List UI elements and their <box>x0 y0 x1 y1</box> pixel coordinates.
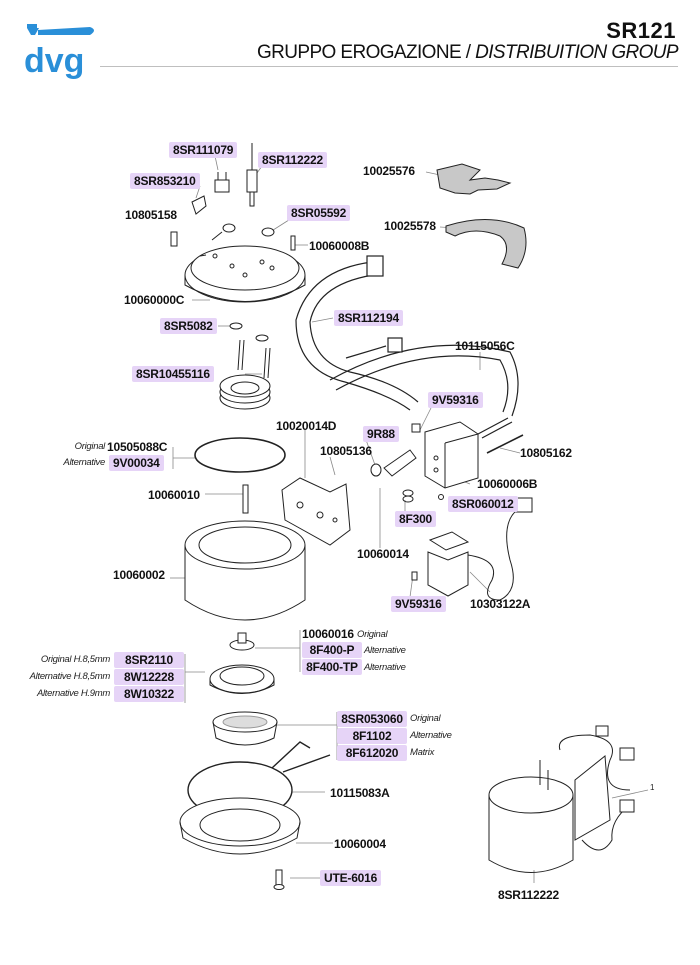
plug-small <box>438 494 444 500</box>
part-8SR10455116[interactable]: 8SR10455116 <box>132 366 214 382</box>
part-10060010[interactable]: 10060010 <box>148 488 200 502</box>
note-alternative-valve-2: Alternative <box>364 662 406 673</box>
part-8SR060012[interactable]: 8SR060012 <box>448 496 518 512</box>
part-8SR112194[interactable]: 8SR112194 <box>334 310 403 326</box>
shim-lower <box>445 219 527 269</box>
check-valve <box>229 632 255 651</box>
note-alternative-h85: Alternative H.8,5mm <box>29 671 111 682</box>
shim-upper <box>436 163 512 195</box>
part-10025578[interactable]: 10025578 <box>384 219 436 233</box>
dispersion-ring <box>179 797 301 855</box>
part-9V59316-top[interactable]: 9V59316 <box>428 392 483 408</box>
group-head <box>184 231 306 303</box>
part-8F1102[interactable]: 8F1102 <box>337 728 407 744</box>
part-10060004[interactable]: 10060004 <box>334 837 386 851</box>
part-8SR112222[interactable]: 8SR112222 <box>258 152 327 168</box>
group-gasket <box>209 664 275 694</box>
part-10060008B[interactable]: 10060008B <box>309 239 370 253</box>
part-10060014[interactable]: 10060014 <box>357 547 409 561</box>
part-10805158[interactable]: 10805158 <box>125 208 177 222</box>
page-subtitle: GRUPPO EROGAZIONE / DISTRIBUITION GROUP <box>256 42 679 63</box>
part-9R88[interactable]: 9R88 <box>363 426 399 442</box>
part-10025576[interactable]: 10025576 <box>363 164 415 178</box>
part-10115056C[interactable]: 10115056C <box>455 339 515 353</box>
screw <box>273 869 285 890</box>
part-8F612020[interactable]: 8F612020 <box>337 745 407 761</box>
part-8SR853210[interactable]: 8SR853210 <box>130 173 200 189</box>
part-8W10322[interactable]: 8W10322 <box>114 686 184 702</box>
part-9V00034[interactable]: 9V00034 <box>109 455 164 471</box>
part-10805162[interactable]: 10805162 <box>520 446 572 460</box>
fittings-mid <box>370 423 421 503</box>
part-8SR053060[interactable]: 8SR053060 <box>337 711 407 727</box>
brand-text: dvg <box>24 42 84 80</box>
assembled-group <box>488 725 635 873</box>
pin <box>242 484 249 514</box>
part-10020014D[interactable]: 10020014D <box>276 419 337 433</box>
part-UTE-6016[interactable]: UTE-6016 <box>320 870 382 886</box>
gasket-small-1 <box>229 322 243 330</box>
boiler <box>184 520 306 621</box>
part-8SR5082[interactable]: 8SR5082 <box>160 318 217 334</box>
note-alternative-gasket: Alternative <box>63 457 105 468</box>
part-10805136[interactable]: 10805136 <box>320 444 372 458</box>
note-alternative-screen: Alternative <box>410 730 452 741</box>
header-rule <box>100 66 678 67</box>
fittings-top <box>170 143 296 251</box>
part-10060006B[interactable]: 10060006B <box>477 477 538 491</box>
part-10060016[interactable]: 10060016 <box>302 627 354 641</box>
gasket-small-2 <box>255 334 269 342</box>
part-10060002[interactable]: 10060002 <box>113 568 165 582</box>
part-8SR05592[interactable]: 8SR05592 <box>287 205 351 221</box>
heating-element <box>219 339 271 410</box>
part-10115083A[interactable]: 10115083A <box>330 786 390 800</box>
part-8SR111079[interactable]: 8SR111079 <box>169 142 238 158</box>
part-8SR2110[interactable]: 8SR2110 <box>114 652 184 668</box>
part-8F400-P[interactable]: 8F400-P <box>302 642 362 658</box>
part-10060000C[interactable]: 10060000C <box>124 293 185 307</box>
note-original-screen: Original <box>410 713 441 724</box>
note-alternative-valve-1: Alternative <box>364 645 406 656</box>
note-alternative-h9: Alternative H.9mm <box>36 688 110 699</box>
part-8F400-TP[interactable]: 8F400-TP <box>302 659 362 675</box>
note-original-gasket: Original <box>74 441 106 452</box>
shower-screen <box>212 711 278 746</box>
part-assembly-8SR112222[interactable]: 8SR112222 <box>498 888 559 902</box>
dvg-logo: dvg <box>24 24 94 80</box>
bracket <box>281 477 351 546</box>
gasket-large <box>194 437 286 473</box>
part-9V59316-bottom[interactable]: 9V59316 <box>391 596 446 612</box>
model-code: SR121 <box>606 18 676 43</box>
note-original-h85: Original H.8,5mm <box>40 654 110 665</box>
assembly-callout-number: 1 <box>650 783 655 792</box>
solenoid-coil <box>411 497 533 601</box>
hose <box>295 255 524 454</box>
note-original-valve: Original <box>357 629 388 640</box>
part-8W12228[interactable]: 8W12228 <box>114 669 184 685</box>
part-10303122A[interactable]: 10303122A <box>470 597 531 611</box>
valve-block <box>424 421 479 489</box>
part-8F300[interactable]: 8F300 <box>395 511 437 527</box>
note-matrix-screen: Matrix <box>410 747 435 758</box>
part-10505088C[interactable]: 10505088C <box>107 440 168 454</box>
